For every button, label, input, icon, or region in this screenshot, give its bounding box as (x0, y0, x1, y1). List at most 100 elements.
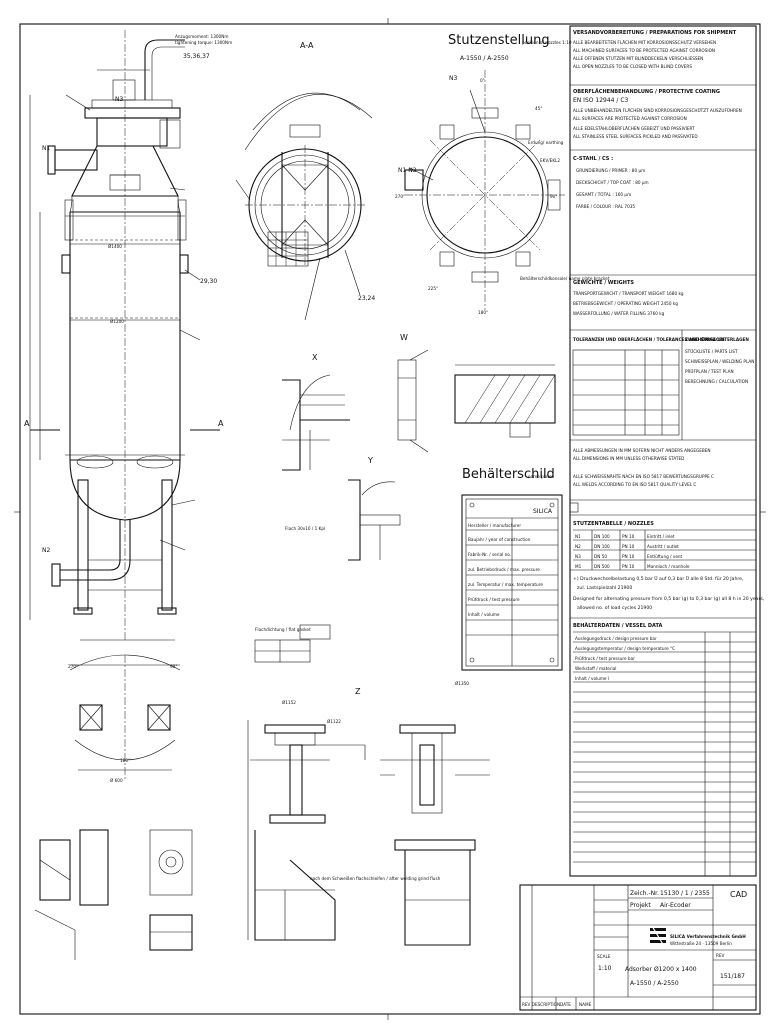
orientation-270-deg: 270° (395, 194, 405, 199)
orientation-earthing-label: Erdung/ earthing (528, 140, 564, 145)
weights-line-2: BETRIEBSGEWICHT / OPERATING WEIGHT 2450 … (573, 301, 678, 306)
sheet-number: 151/187 (720, 973, 745, 980)
shell-diameter-label: Ø1200 (110, 319, 124, 324)
rev-column-label: REV DESCRIPTION (522, 1002, 560, 1007)
documents-title: ZUGEHÖRIGE UNTERLAGEN (685, 337, 749, 342)
project-name: Air-Ecoder (660, 902, 691, 909)
detail-x-title: X (312, 353, 318, 362)
gasket-detail (254, 624, 331, 663)
orientation-90-deg: 90° (550, 194, 557, 199)
section-aa-title: A-A (300, 41, 314, 50)
nameplate-row-1: Hersteller / manufacturer (468, 523, 521, 528)
nozzle-row-1-tag: N1 (575, 534, 581, 539)
orientation-0-deg: 0° (480, 78, 485, 83)
grid-support-detail (380, 724, 490, 946)
detail-z-view (247, 720, 366, 941)
company-address: Wittestraße 24 · 13509 Berlin (670, 941, 732, 946)
documents-line-4: BERECHNUNG / CALCULATION (685, 379, 748, 384)
grid-plate-section-detail (454, 364, 556, 438)
detail-y-title: Y (367, 456, 373, 465)
spec-panel-frame (569, 25, 757, 877)
tolerances-table (572, 349, 680, 436)
nozzle-row-4-dn: DN 500 (594, 564, 610, 569)
nozzle-row-1-dn: DN 100 (594, 534, 610, 539)
vessel-data-table (573, 631, 756, 876)
vessel-row-2: Auslegungstemperatur / design temperatur… (575, 646, 675, 651)
drawing-variant: A-1550 / A-2550 (630, 980, 679, 987)
gasket-detail-label: Flachdichtung / flat gasket (255, 627, 311, 632)
section-aa-item-23-24: 23,24 (358, 295, 375, 302)
drawing-frame (14, 18, 766, 1020)
orientation-n3-label: N3 (449, 75, 457, 82)
shell-diameter-outer-label: Ø1400 (108, 244, 122, 249)
nameplate-drawing (461, 494, 563, 671)
nameplate-row-3: Fabrik-Nr. / serial no. (468, 552, 511, 557)
detail-y-view (348, 479, 401, 561)
detail-z-dim-1152: Ø1152 (282, 700, 296, 705)
coating-title: OBERFLÄCHENBEHANDLUNG / PROTECTIVE COATI… (573, 88, 720, 95)
tightening-torque-label-en: tightening torque: 1300Nm (175, 40, 232, 45)
nozzle-row-3-dn: DN 50 (594, 554, 607, 559)
c-steel-line-2: DECKSCHICHT / TOP COAT : 80 µm (576, 180, 649, 185)
orientation-180-deg: 180° (478, 310, 488, 315)
support-base-180-deg: 180° (120, 758, 130, 763)
nozzle-row-1-pn: PN 10 (622, 534, 635, 539)
support-base-view (69, 654, 181, 780)
name-column-label: NAME (579, 1002, 592, 1007)
detail-x-flange-label: Flach 30x10 / 1 Kpl (285, 526, 325, 531)
nozzle-orientation-title: Stutzenstellung (448, 33, 550, 48)
detail-z-title: Z (355, 687, 361, 696)
orientation-ekv-label: EKV/EKL2 (540, 158, 560, 163)
general-note-4: ALL WELDS ACCORDING TO EN ISO 5817 QUALI… (573, 482, 696, 487)
nozzle-row-3-desc: Entlüftung / vent (647, 554, 683, 559)
nameplate-row-7: Inhalt / volume (468, 612, 500, 617)
pressure-note-1: +) Druckwechselbelastung 0,5 bar Ü auf 0… (573, 575, 744, 582)
c-steel-line-1: GRUNDIERUNG / PRIMER : 80 µm (576, 168, 645, 173)
section-marker-a-left: A (24, 419, 30, 428)
drawing-title: Adsorber Ø1200 x 1400 (625, 966, 697, 973)
coating-line-3: ALLE EDELSTAHLOBERFLÄCHEN GEBEIZT UND PA… (573, 126, 695, 131)
orientation-n1n2-label: N1 N2 (398, 167, 417, 174)
company-name: SILICA Verfahrenstechnik GmbH (670, 934, 746, 939)
nameplate-row-2: Baujahr / year of construction (468, 537, 531, 542)
nozzle-row-3-tag: N3 (575, 554, 581, 559)
section-marker-a-right: A (218, 419, 224, 428)
shipment-line-2: ALL MACHINED SURFACES TO BE PROTECTED AG… (573, 48, 715, 53)
nozzle-orientation-subtitle: position of nozzles 1:10 (522, 40, 572, 45)
drawing-number: 15130 / 1 / 2355 (660, 890, 710, 897)
drawing-number-label: Zeich.-Nr. (630, 890, 659, 897)
detail-x-view (282, 374, 350, 471)
vessel-row-3: Prüfdruck / test pressure bar (575, 656, 635, 661)
scale-label: SCALE (597, 954, 611, 959)
small-parts-details (34, 829, 193, 960)
scale-value: 1:10 (598, 965, 612, 972)
c-steel-line-3: GESAMT / TOTAL : 160 µm (576, 192, 631, 197)
nozzle-row-4-desc: Mannloch / manhole (647, 564, 690, 569)
coating-subtitle: EN ISO 12944 / C3 (573, 97, 629, 104)
company-logo (650, 925, 666, 947)
detail-z-weld-note: nach dem Schweißen flachschleifen / afte… (310, 876, 441, 881)
c-steel-line-4: FARBE / COLOUR : RAL 7035 (576, 204, 635, 209)
detail-w-view (397, 349, 429, 453)
nozzle-n1-label: N1 (42, 145, 50, 152)
general-note-1: ALLE ABMESSUNGEN IN MM SOFERN NICHT ANDE… (573, 448, 711, 453)
nameplate-row-4: zul. Betriebsdruck / max. pressure (468, 567, 540, 572)
orientation-baseplate-label: Behälterschildkonsole/ name plate bracke… (520, 276, 610, 281)
coating-line-1: ALLE UNBEHANDELTEN FLÄCHEN SIND KORROSIO… (573, 108, 742, 113)
documents-line-2: SCHWEISSPLAN / WELDING PLAN (685, 359, 754, 364)
orientation-45-deg: 45° (535, 106, 542, 111)
pressure-note-2: zul. Lastspielzahl 21900 (577, 585, 632, 591)
tightening-torque-label: Anzugsmoment: 1300Nm (175, 34, 228, 39)
nozzle-row-3-pn: PN 10 (622, 554, 635, 559)
general-note-3: ALLE SCHWEISSNÄHTE NACH EN ISO 5817 BEWE… (573, 474, 714, 479)
support-base-270-deg: 270° (68, 664, 78, 669)
detail-w-title: W (400, 333, 408, 342)
nozzles-title: STUTZENTABELLE / NOZZLES (573, 521, 654, 527)
coating-line-2: ALL SURFACES ARE PROTECTED AGAINST CORRO… (573, 116, 687, 121)
support-base-diameter: Ø 600 (110, 778, 123, 783)
nozzle-row-4-pn: PN 10 (622, 564, 635, 569)
project-label: Projekt (630, 902, 651, 909)
nameplate-company: SILICA (533, 508, 553, 515)
item-29-30-label: 29,30 (200, 278, 217, 285)
